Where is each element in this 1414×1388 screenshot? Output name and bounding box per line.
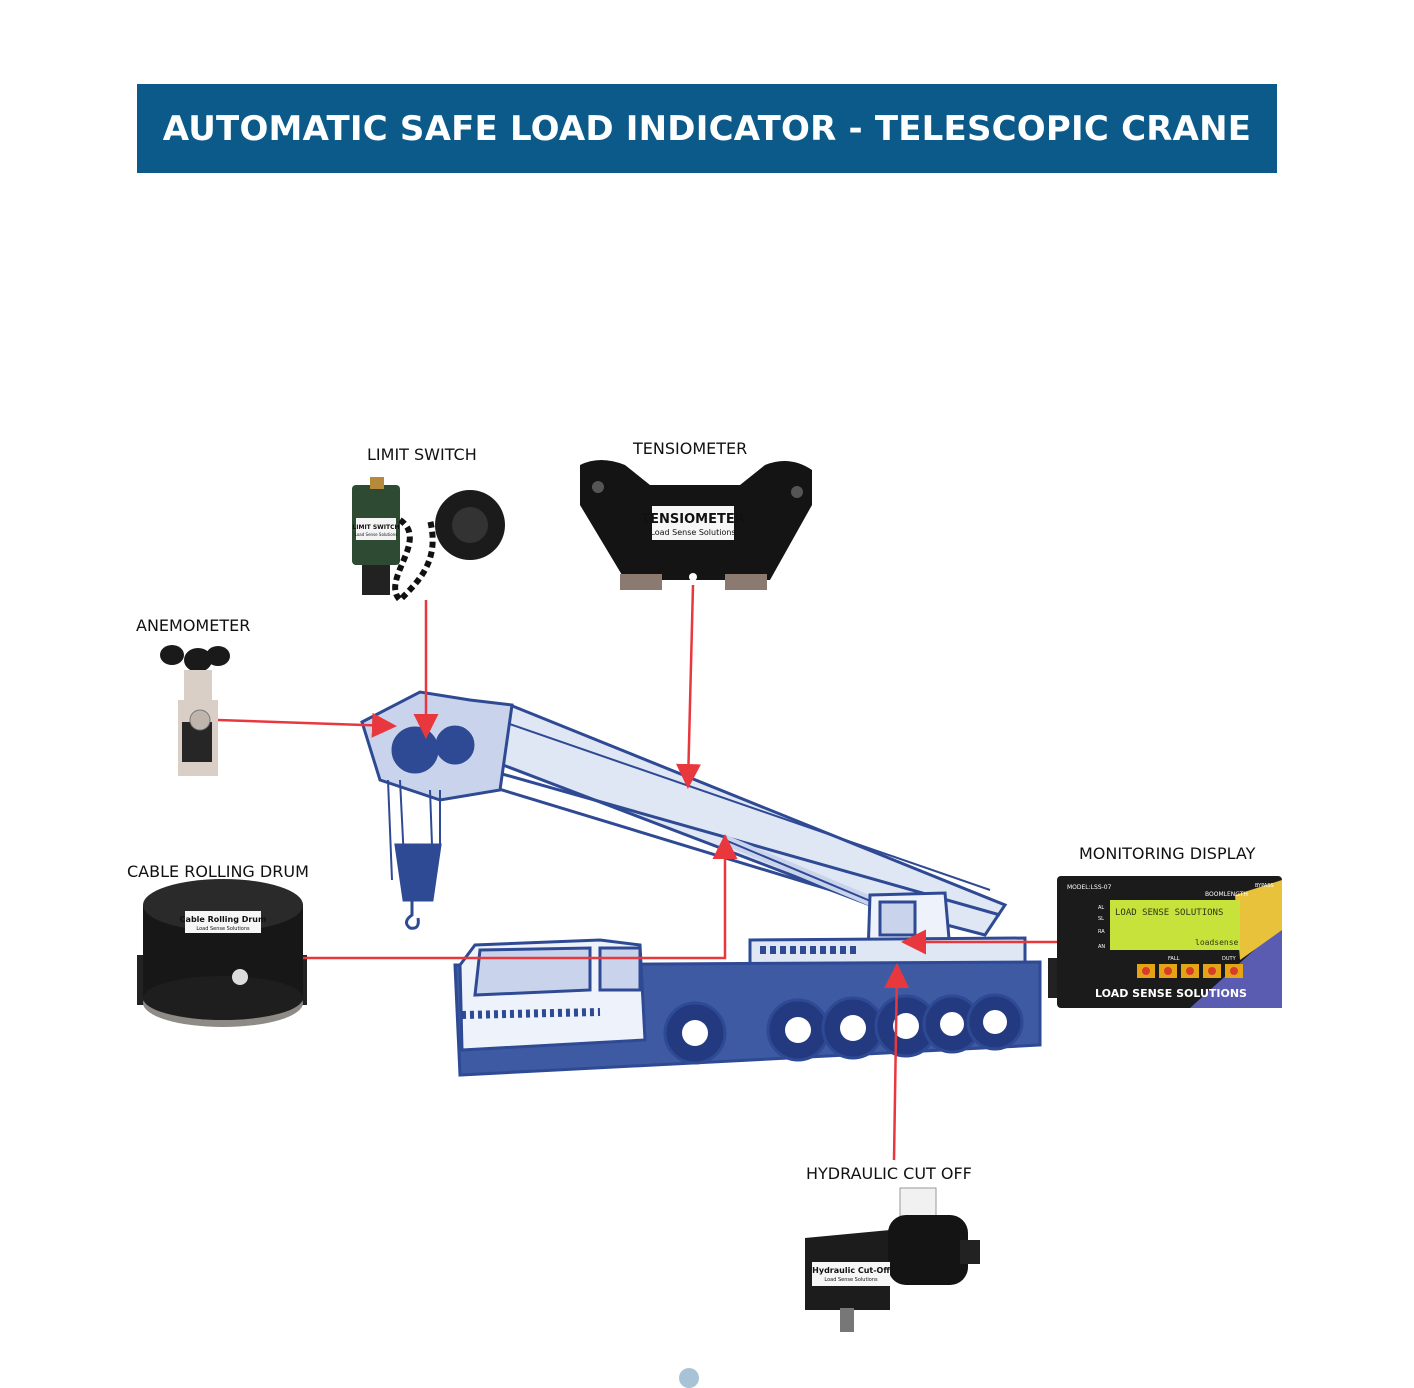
tensiometer-label: TENSIOMETER <box>633 439 748 458</box>
limit-switch-device: LIMIT SWITCH Load Sense Solutions <box>352 477 505 605</box>
anemometer-label: ANEMOMETER <box>136 616 251 635</box>
hydraulic-cutoff-tag: Hydraulic Cut-Off <box>812 1266 890 1275</box>
tensiometer-tag-sub: Load Sense Solutions <box>650 528 735 537</box>
hydraulic-cutoff-tag-sub: Load Sense Solutions <box>824 1277 878 1283</box>
tensiometer-device: TENSIOMETER Load Sense Solutions <box>580 460 812 590</box>
display-side-an: AN <box>1098 944 1105 950</box>
display-fall: FALL <box>1168 956 1180 962</box>
connector-arrows <box>217 584 1057 1161</box>
cable-drum-label: CABLE ROLLING DRUM <box>127 862 309 881</box>
cable-drum-device: Cable Rolling Drum Load Sense Solutions <box>137 879 307 1027</box>
anemometer-device <box>160 645 230 776</box>
crane-illustration <box>360 690 1042 1077</box>
limit-switch-tag: LIMIT SWITCH <box>352 524 399 531</box>
lcd-line-1: LOAD SENSE SOLUTIONS <box>1115 908 1223 918</box>
lcd-line-2: loadsense <box>1195 938 1239 947</box>
display-model: MODEL:LSS-07 <box>1067 884 1112 891</box>
cable-drum-tag: Cable Rolling Drum <box>180 915 267 924</box>
hydraulic-cutoff-label: HYDRAULIC CUT OFF <box>806 1164 972 1183</box>
arrow-cable-drum <box>303 834 738 960</box>
arrow-tensiometer <box>676 584 701 789</box>
title-banner: AUTOMATIC SAFE LOAD INDICATOR - TELESCOP… <box>137 84 1277 173</box>
display-brand: LOAD SENSE SOLUTIONS <box>1095 987 1247 1000</box>
monitoring-display-device: MODEL:LSS-07 BOOMLENGTH BYPASS AL SL RA … <box>1048 876 1282 1008</box>
page-title: AUTOMATIC SAFE LOAD INDICATOR - TELESCOP… <box>162 108 1252 149</box>
tensiometer-tag: TENSIOMETER <box>641 512 744 527</box>
display-side-al: AL <box>1098 905 1104 911</box>
hydraulic-cutoff-device: Hydraulic Cut-Off Load Sense Solutions <box>805 1187 980 1332</box>
display-duty: DUTY <box>1222 956 1237 962</box>
arrow-hydraulic-cutoff <box>884 963 910 1161</box>
display-boomlength: BOOMLENGTH <box>1205 891 1248 898</box>
display-side-sl: SL <box>1098 916 1104 922</box>
display-side-ra: RA <box>1098 929 1105 935</box>
display-bypass: BYPASS <box>1255 883 1274 889</box>
limit-switch-label: LIMIT SWITCH <box>367 445 477 464</box>
monitoring-display-label: MONITORING DISPLAY <box>1079 844 1256 863</box>
cable-drum-tag-sub: Load Sense Solutions <box>196 926 250 932</box>
page-indicator-dot <box>679 1368 699 1388</box>
arrow-anemometer <box>217 712 397 738</box>
limit-switch-tag-sub: Load Sense Solutions <box>355 532 398 537</box>
